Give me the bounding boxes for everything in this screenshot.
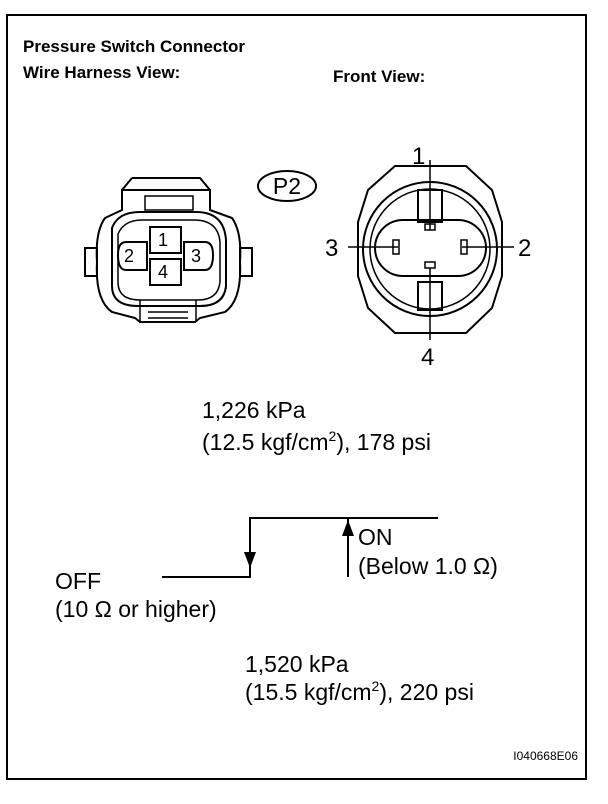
front-pin-3: 3 <box>325 235 338 262</box>
on-detail: (Below 1.0 Ω) <box>358 553 498 579</box>
figure-code: I040668E06 <box>513 749 578 763</box>
harness-pin-1: 1 <box>158 230 168 250</box>
harness-cavity-2 <box>116 241 148 271</box>
harness-cavity-3 <box>183 241 215 271</box>
connector-id: P2 <box>273 173 301 199</box>
front-pin-2: 2 <box>518 235 531 262</box>
pressure-high-detail: (12.5 kgf/cm2), 178 psi <box>202 428 431 455</box>
wire-harness-view-label: Wire Harness View: <box>23 63 180 82</box>
harness-pin-2: 2 <box>124 246 134 266</box>
hysteresis-diagram <box>162 517 438 578</box>
harness-pin-3: 3 <box>191 246 201 266</box>
connector-id-badge: P2 <box>257 170 317 202</box>
off-label: OFF <box>55 568 101 594</box>
front-pin-1: 1 <box>412 143 425 170</box>
on-label: ON <box>358 524 393 550</box>
pressure-high-kpa: 1,226 kPa <box>202 397 306 423</box>
harness-cavity-4 <box>149 258 182 286</box>
figure-frame <box>6 14 587 780</box>
title: Pressure Switch Connector <box>23 37 245 56</box>
harness-pin-4: 4 <box>158 262 168 282</box>
pressure-low-kpa: 1,520 kPa <box>245 651 349 677</box>
off-detail: (10 Ω or higher) <box>55 596 217 622</box>
harness-cavity-1 <box>149 226 182 254</box>
front-pin-4: 4 <box>421 344 434 371</box>
front-view-switch: 1 2 3 4 <box>325 143 531 371</box>
pressure-low-detail: (15.5 kgf/cm2), 220 psi <box>245 678 474 705</box>
front-view-label: Front View: <box>333 67 425 86</box>
arrow-up-icon <box>342 520 354 536</box>
arrow-down-icon <box>244 552 256 568</box>
wire-harness-connector: 1 2 3 4 <box>84 177 253 323</box>
